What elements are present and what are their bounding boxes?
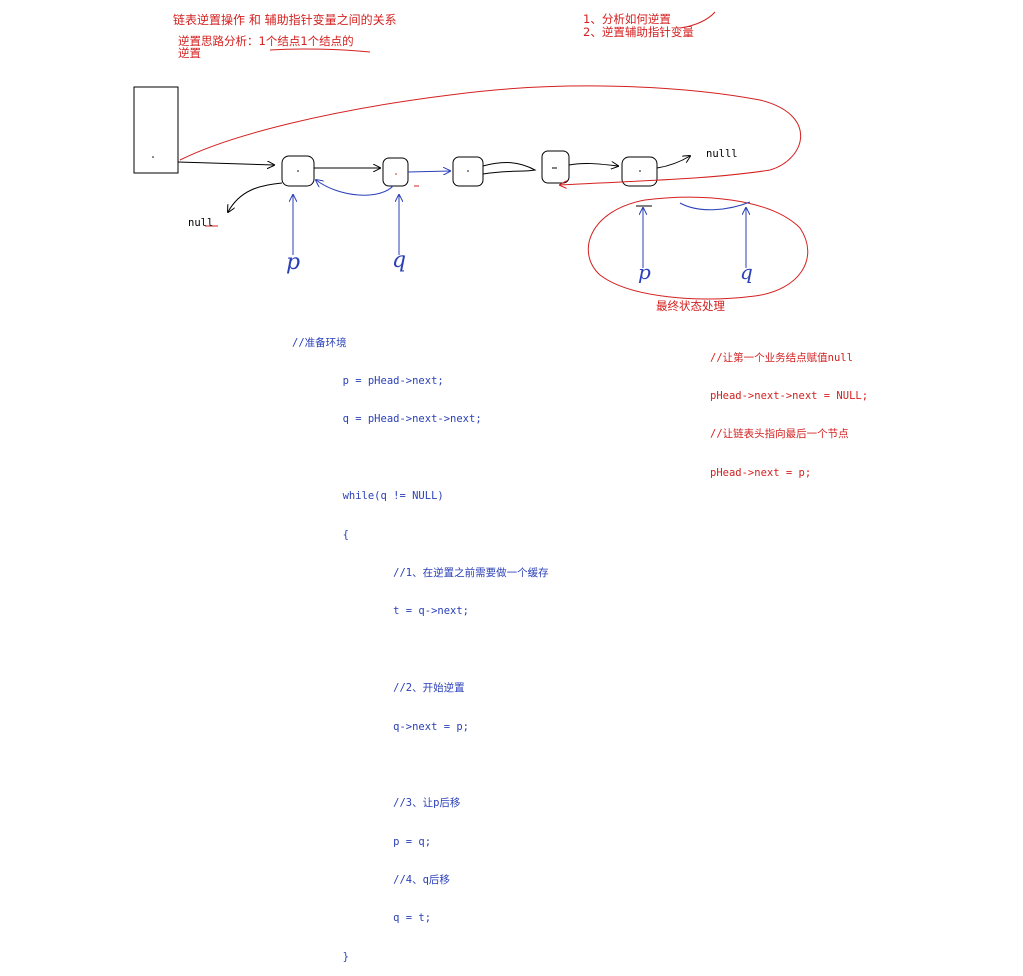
code-line: //1、在逆置之前需要做一个缓存: [292, 566, 549, 579]
code-line: [292, 644, 549, 657]
subtitle-line2: 逆置: [178, 46, 201, 60]
linked-list-diagram: [133, 11, 809, 300]
title-annotation: 链表逆置操作 和 辅助指针变量之间的关系: [173, 13, 397, 27]
code-line: //2、开始逆置: [292, 682, 465, 695]
code-line: while(q != NULL): [292, 490, 444, 503]
final-code-block: //让第一个业务结点赋值null pHead->next->next = NUL…: [710, 326, 868, 492]
code-line: p = q;: [292, 835, 432, 848]
subtitle-line1: 逆置思路分析：1个结点1个结点的: [178, 34, 354, 48]
code-line: }: [292, 950, 349, 963]
link-3-4: [482, 162, 537, 175]
p-label: p: [286, 250, 301, 275]
note-2: 2、逆置辅助指针变量: [583, 25, 694, 39]
final-code-line: pHead->next->next = NULL;: [710, 389, 869, 402]
node-2: [382, 157, 409, 187]
final-head-loop: [179, 85, 802, 185]
code-line: t = q->next;: [292, 605, 470, 618]
code-line: //4、q后移: [292, 874, 450, 887]
null-right-label: nulll: [706, 148, 738, 160]
code-line: //准备环境: [292, 336, 347, 349]
final-code-line: pHead->next = p;: [710, 466, 812, 479]
code-line: [292, 759, 549, 772]
code-line: {: [292, 528, 349, 541]
node-4: [541, 150, 570, 184]
code-line: //3、让p后移: [292, 797, 461, 810]
final-code-line: //让第一个业务结点赋值null: [710, 351, 853, 364]
note-1: 1、分析如何逆置: [583, 12, 671, 26]
final-state-label: 最终状态处理: [656, 299, 725, 313]
link-2-3: [407, 171, 450, 172]
head-arrow: [177, 162, 274, 165]
code-line: q->next = p;: [292, 720, 470, 733]
final-p-label: p: [638, 260, 651, 284]
code-line: q = t;: [292, 912, 432, 925]
q-label: q: [392, 248, 407, 273]
head-node: [133, 86, 179, 174]
null-arrow: [228, 182, 283, 212]
final-code-line: //让链表头指向最后一个节点: [710, 428, 849, 441]
link-4-5: [568, 163, 618, 166]
code-line: p = pHead->next;: [292, 374, 444, 387]
final-state-ellipse: [587, 196, 809, 300]
final-q-label: q: [740, 260, 753, 284]
code-block: //准备环境 p = pHead->next; q = pHead->next-…: [292, 311, 549, 976]
link-5-null: [656, 156, 690, 169]
null-left-label: null: [188, 217, 214, 229]
reverse-link: [316, 180, 394, 196]
code-line: [292, 452, 549, 465]
code-line: q = pHead->next->next;: [292, 413, 482, 426]
